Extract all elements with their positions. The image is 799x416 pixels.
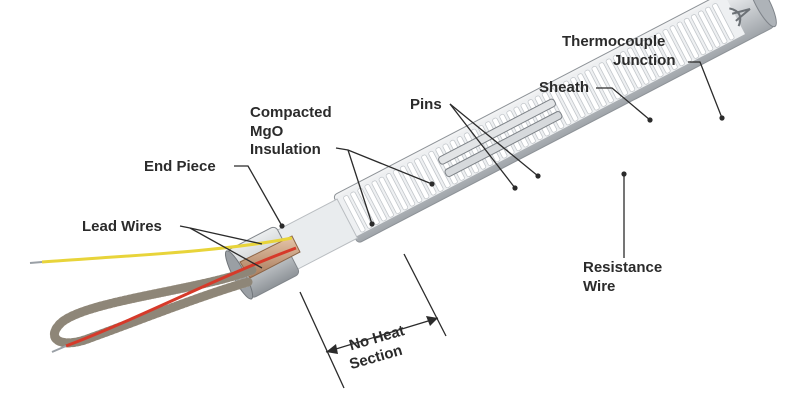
label-thermocouple-2: Junction (613, 52, 676, 69)
coil-rib (605, 58, 629, 96)
leader-thermocouple (688, 61, 723, 119)
label-thermocouple-1: Thermocouple (562, 33, 665, 50)
dot-resistance (621, 171, 627, 177)
coil-rib (690, 14, 714, 52)
thermocouple-junction (729, 7, 751, 27)
braid-texture (50, 265, 257, 348)
label-mgo-3: Insulation (250, 141, 321, 158)
leader-pins-1 (449, 103, 539, 177)
leader-end-piece (234, 165, 283, 227)
label-sheath: Sheath (539, 79, 589, 96)
dot-mgo-2 (369, 221, 375, 227)
label-resistance-1: Resistance (583, 259, 662, 276)
label-pins: Pins (410, 96, 442, 113)
coil-rib (662, 28, 685, 67)
dot-end-piece (279, 223, 285, 229)
coil-rib (705, 6, 728, 44)
leader-lead-wires-2 (189, 227, 263, 269)
dot-thermocouple (719, 115, 725, 121)
coil-rib (350, 191, 373, 229)
dot-pin-1 (535, 173, 541, 179)
pin-lower (444, 111, 563, 178)
leader-sheath (596, 87, 651, 121)
no-heat-dimension-line (325, 317, 439, 353)
coil-rib (343, 195, 366, 233)
no-heat-bracket-left (299, 291, 345, 389)
coil-rib (378, 176, 401, 214)
resistance-wire-coil (343, 3, 735, 233)
coil-rib (385, 173, 409, 211)
leader-pins-2 (449, 103, 516, 189)
red-wire-tip (51, 345, 67, 353)
coil-rib (641, 40, 664, 78)
coil-rib (577, 73, 600, 111)
coil-rib (697, 10, 721, 48)
label-resistance-2: Wire (583, 278, 615, 295)
yellow-wire-tip (29, 261, 43, 264)
coil-rib (556, 84, 579, 122)
coil-rib (428, 150, 451, 189)
coil-rib (584, 69, 607, 107)
coil-rib (619, 51, 643, 89)
lead-wires (29, 235, 301, 353)
leader-dots (279, 115, 725, 229)
coil-rib (591, 65, 614, 104)
coil-rib (655, 32, 678, 70)
no-heat-bracket-right (403, 253, 447, 337)
coil-rib (683, 17, 707, 56)
coil-rib (648, 36, 671, 74)
label-end-piece: End Piece (144, 158, 216, 175)
coil-rib (627, 47, 650, 85)
coil-rib (392, 169, 416, 207)
arrowhead-left (326, 344, 338, 354)
coil-rib (421, 154, 444, 192)
sheath-end-cap (747, 0, 777, 28)
coil-rib (634, 43, 657, 81)
coil-rib (612, 54, 636, 93)
dot-sheath (647, 117, 653, 123)
pin-upper (438, 98, 556, 165)
coil-rib (399, 165, 423, 203)
label-lead-wires: Lead Wires (82, 218, 162, 235)
coil-rib (712, 3, 735, 41)
coil-rib (371, 180, 394, 218)
leader-mgo-2 (347, 149, 373, 225)
yellow-wire (41, 236, 293, 264)
dot-pin-2 (512, 185, 518, 191)
red-wire (65, 246, 297, 348)
coil-rib (563, 80, 586, 118)
coil-rib (548, 88, 572, 126)
dot-mgo (429, 181, 435, 187)
leader-lines (179, 61, 723, 389)
coil-rib (364, 184, 387, 222)
label-mgo-1: Compacted (250, 104, 332, 121)
coil-rib (676, 21, 700, 59)
coil-rib (570, 76, 593, 115)
arrowhead-right (426, 316, 438, 326)
no-heat-arrowheads (326, 316, 438, 354)
label-mgo-2: MgO (250, 123, 284, 140)
